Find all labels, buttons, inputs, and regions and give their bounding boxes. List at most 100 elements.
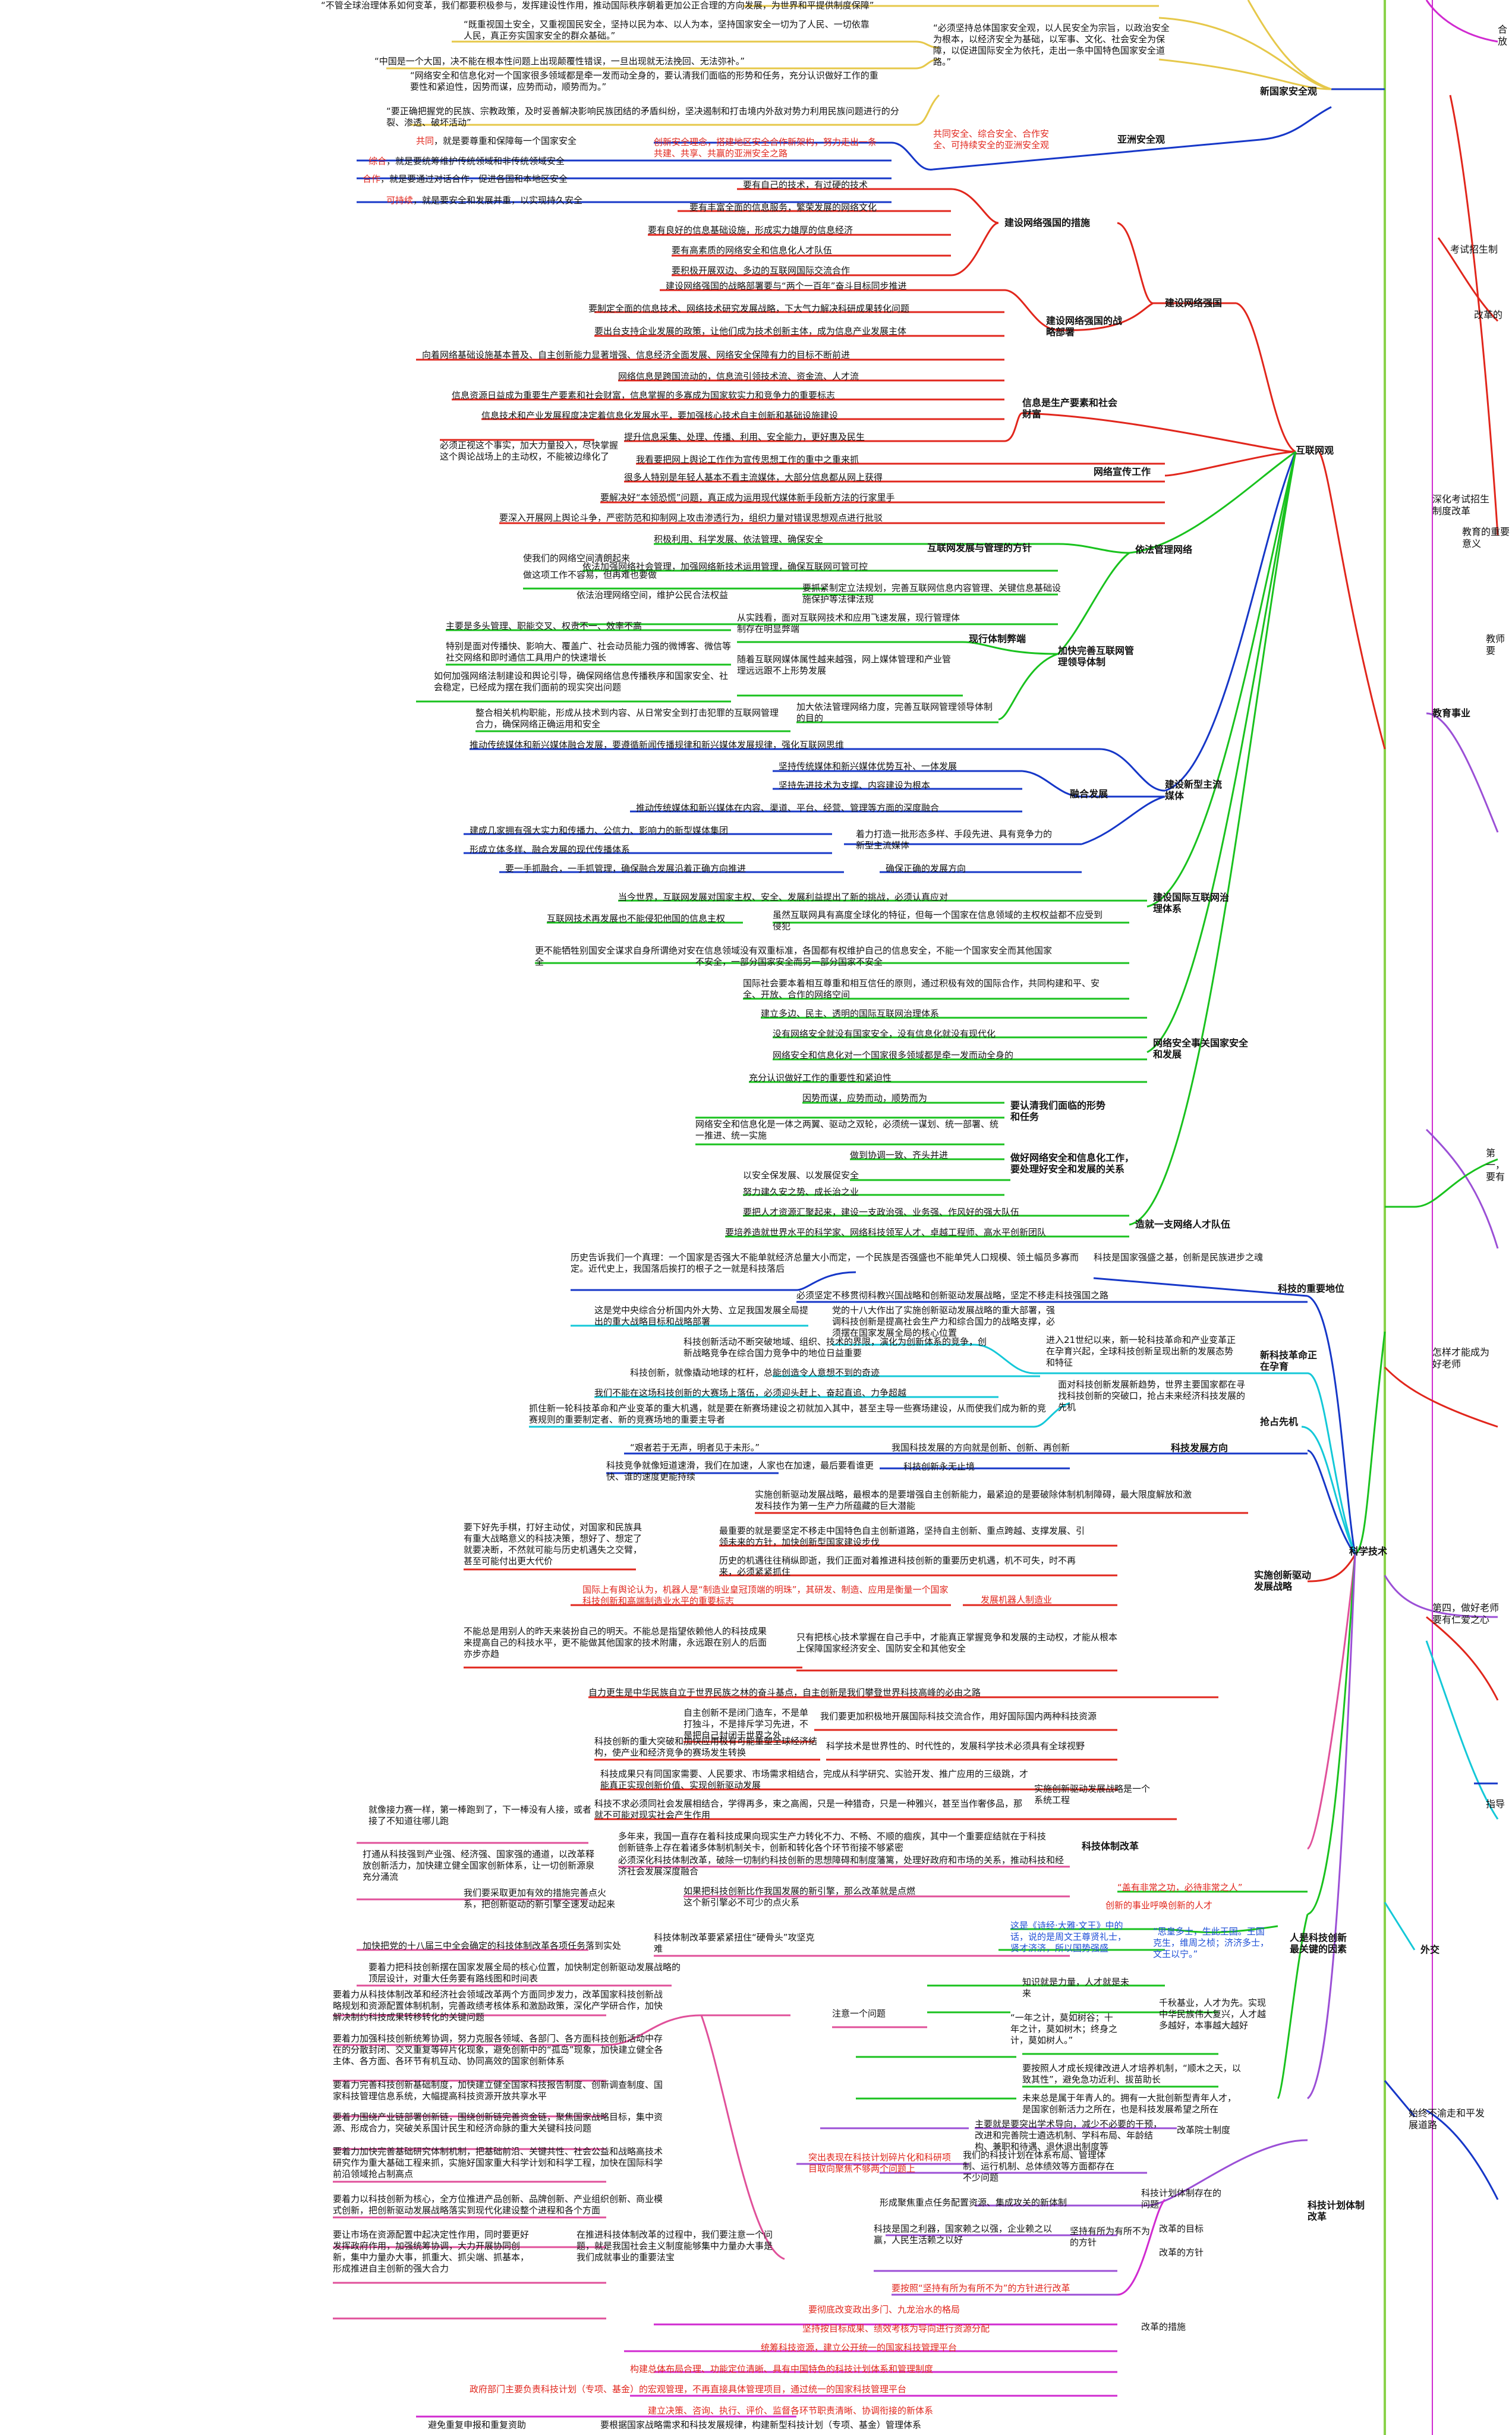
internet-branches-blue	[464, 451, 1297, 873]
plan-sharp-weapon: 科技是国之利器，国家赖之以强，企业赖之以赢，人民生活赖之以好	[874, 2223, 1053, 2245]
node-tech-system-reform: 科技体制改革	[1082, 1841, 1139, 1852]
seize-catch-up: 我们不能在这场科技创新的大赛场上落伍，必须迎头赶上、奋起直追、力争超越	[594, 1388, 907, 1398]
seize-new-arena: 抓住新一轮科技革命和产业变革的重大机遇，就是要在新赛场建设之初就加入其中，甚至主…	[529, 1403, 1047, 1425]
gov-sovereignty: 互联网技术再发展也不能侵犯他国的信息主权	[547, 913, 726, 924]
drawback-practice: 从实践看，面对互联网技术和应用飞速发展，现行管理体制存在明显弊端	[737, 612, 960, 634]
law-controllable: 依法加强网络社会管理，加强网络新技术运用管理，确保互联网可管可控	[582, 561, 868, 572]
plan-performance: 坚持按目标成果、绩效考核为导向进行资源分配	[802, 2323, 990, 2334]
node-current-drawback: 现行体制弊端	[969, 633, 1026, 644]
reform-socialism: 在推进科技体制改革的过程中，我们要注意一个问题，就是我国社会主义制度能够集中力量…	[577, 2229, 773, 2263]
driven-chinese-path: 最重要的就是要坚定不移走中国特色自主创新道路，坚持自主创新、重点跨越、支撑发展、…	[719, 1525, 1085, 1547]
revolution-competition: 科技创新活动不断突破地域、组织、技术的界限，演化为创新体系的竞争，创新战略竞争在…	[683, 1336, 987, 1358]
position-strategy: 必须坚定不移贯彻科教兴国战略和创新驱动发展战略，坚定不移走科技强国之路	[796, 1290, 1109, 1301]
strategy-enterprise: 要出台支持企业发展的政策，让他们成为技术创新主体，成为信息产业发展主体	[594, 326, 907, 336]
reform-basic-research: 要着力加快完善基础研究体制机制，把基础前沿、关键共性、社会公益和战略高技术研究作…	[333, 2146, 663, 2179]
robot-manufacturing: 发展机器人制造业	[981, 1594, 1053, 1605]
node-tech-position: 科技的重要地位	[1278, 1283, 1345, 1294]
asia-common: 共同，就是要尊重和保障每一个国家安全	[416, 136, 577, 146]
trunk-branch-diplomacy	[1384, 1902, 1416, 1950]
info-resources: 信息资源日益成为重要生产要素和社会财富，信息掌握的多寡成为国家软实力和竞争力的重…	[452, 390, 836, 401]
internet-branches-red	[416, 188, 1296, 524]
info-ability: 提升信息采集、处理、传播、利用、安全能力，更好惠及民生	[624, 432, 865, 442]
people-quote-extraordinary: “盖有非常之功，必待非常之人”	[1117, 1882, 1243, 1893]
plan-new-type: 要根据国家战略需求和科技发展规律，构建新型科技计划（专项、基金）管理体系	[600, 2420, 922, 2430]
node-reform-policy: 改革的方针	[1159, 2247, 1204, 2258]
propaganda-young: 很多人特别是年轻人基本不看主流媒体，大部分信息都从网上获得	[624, 472, 883, 483]
people-poem: “思皇多士，生此王国。王国克生，维周之桢；济济多士，文王以宁。”	[1153, 1926, 1270, 1959]
node-peaceful-development: 始终不渝走和平发展道路	[1409, 2107, 1485, 2131]
node-asia-security-view: 亚洲安全观	[1117, 134, 1166, 145]
direction-endless: 科技创新永无止境	[903, 1461, 975, 1472]
node-build-network-power: 建设网络强国	[1165, 297, 1223, 309]
media-complement: 坚持传统媒体和新兴媒体优势互补、一体发展	[779, 761, 957, 772]
media-system: 形成立体多样、融合发展的现代传播体系	[470, 844, 631, 855]
edu-deepen-exam: 深化考试招生制度改革	[1432, 493, 1490, 517]
science-branches-purple	[796, 1554, 1356, 2296]
strategy-research: 要制定全面的信息技术、网络技术研究发展战略，下大气力解决科研成果转化问题	[588, 303, 910, 314]
asia-security-concept: 共同安全、综合安全、合作安全、可持续安全的亚洲安全观	[933, 128, 1050, 150]
drawback-social: 特别是面对传播快、影响大、覆盖广、社会动员能力强的微博客、微信等社交网络和即时通…	[446, 641, 732, 663]
node-propaganda: 网络宣传工作	[1094, 466, 1151, 477]
science-branches-magenta	[416, 2198, 1166, 2418]
node-system-engineering: 实施创新驱动发展战略是一个系统工程	[1034, 1783, 1151, 1805]
internet-branches-green	[416, 451, 1296, 732]
drawback-order: 如何加强网络法制建设和舆论引导，确保网络信息传播秩序和国家安全、社会稳定，已经成…	[434, 671, 729, 693]
media-tech-support: 坚持先进技术为支撑、内容建设为根本	[779, 780, 931, 791]
propaganda-priority: 我看要把网上舆论工作作为宣传思想工作的重中之重来抓	[636, 454, 859, 465]
people-cultivation: 要按照人才成长规律改进人才培养机制，“顺木之天，以致其性”，避免急功近利、拔苗助…	[1022, 2063, 1241, 2085]
trunk-branch-internet	[1318, 451, 1386, 750]
node-note-problem: 注意一个问题	[832, 2008, 886, 2019]
reform-basic-system: 要着力完善科技创新基础制度，加快建立健全国家科技报告制度、创新调查制度、国家科技…	[333, 2079, 663, 2101]
revolution-lever: 科技创新，就像撬动地球的杠杆，总能创造令人意想不到的奇迹	[630, 1367, 880, 1378]
node-plan-reform: 科技计划体制改革	[1308, 2200, 1365, 2222]
node-law-manage: 依法管理网络	[1135, 544, 1193, 555]
internet-branches-green2	[535, 451, 1297, 1238]
revolution-central: 这是党中央综合分析国内外大势、立足我国发展全局提出的重大战略目标和战略部署	[594, 1305, 809, 1327]
talent-team-build: 要把人才资源汇聚起来，建设一支政治强、业务强、作风好的强大队伍	[743, 1207, 1020, 1218]
talent-scientist: 要培养造就世界水平的科学家、网络科技领军人才、卓越工程师、高水平创新团队	[725, 1227, 1047, 1238]
reform-top-design: 要着力把科技创新摆在国家发展全局的核心位置，加快制定创新驱动发展战略的顶层设计，…	[368, 1962, 681, 1984]
node-innovation-driven: 实施创新驱动发展战略	[1254, 1569, 1312, 1592]
people-foundation: 千秋基业，人才为先。实现中华民族伟大复兴，人才越多越好，本事越大越好	[1159, 1997, 1267, 2031]
quote-network-security: “网络安全和信息化对一个国家很多领域都是牵一发而动全身的，要认清我们面临的形势和…	[410, 70, 878, 92]
info-flow: 网络信息是跨国流动的，信息流引领技术流、资金流、人才流	[618, 371, 859, 382]
edu-exam-system: 考试招生制	[1450, 244, 1498, 255]
sec-mutual: 以安全保发展、以发展促安全	[743, 1170, 859, 1181]
reform-ignition: 如果把科技创新比作我国发展的新引擎，那么改革就是点燃这个新引擎必不可少的点火系	[683, 1886, 916, 1908]
sec-coordinate: 做到协调一致、齐头并进	[850, 1150, 949, 1160]
node-national-security-view: 新国家安全观	[1260, 86, 1318, 97]
gov-double-standard: 在信息领域没有双重标准，各国都有权维护自己的信息安全，不能一个国家安全而其他国家…	[695, 945, 1053, 967]
sec-no-security: 没有网络安全就没有国家安全，没有信息化就没有现代化	[773, 1028, 996, 1039]
law-rights: 依法治理网络空间，维护公民合法权益	[577, 590, 729, 600]
reform-channel: 打通从科技强到产业强、经济强、国家强的通道，以改革释放创新活力，加快建立健全国家…	[363, 1849, 595, 1882]
plan-new-system: 形成聚焦重点任务配置资源、集成攻关的新体制	[880, 2197, 1067, 2208]
node-internet-governance: 建设国际互联网治理体系	[1153, 892, 1230, 914]
law-clean-space: 使我们的网络空间清朗起来	[523, 553, 631, 564]
guide-fragment: 指导	[1486, 1798, 1505, 1810]
driven-no-dependence: 不能总是用别人的昨天来装扮自己的明天。不能总是指望依赖他人的科技成果来提高自己的…	[464, 1626, 767, 1659]
node-info-production: 信息是生产要素和社会财富	[1022, 397, 1118, 420]
node-diplomacy: 外交	[1420, 1944, 1440, 1955]
trunk-branch-peace	[1384, 2080, 1416, 2117]
plan-issues: 我们的科技计划在体系布局、管理体制、运行机制、总体绩效等方面都存在不少问题	[963, 2150, 1115, 2183]
sec-whole-body: 网络安全和信息化对一个国家很多领域都是牵一发而动全身的	[773, 1050, 1014, 1061]
node-new-revolution: 新科技革命正在孕育	[1260, 1349, 1318, 1372]
measure-own-tech: 要有自己的技术，有过硬的技术	[743, 180, 868, 190]
quote-big-country: “中国是一个大国，决不能在根本性问题上出现颠覆性错误，一旦出现就无法挽回、无法弥…	[374, 56, 745, 67]
gov-challenge: 当今世界，互联网发展对国家主权、安全、发展利益提出了新的挑战，必须认真应对	[618, 892, 949, 902]
reform-coordinate: 要着力加强科技创新统筹协调，努力克服各领域、各部门、各方面科技创新活动中存在的分…	[333, 2033, 663, 2066]
trunk-branch-science	[1354, 1331, 1386, 1556]
node-net-security-national: 网络安全事关国家安全和发展	[1153, 1037, 1249, 1060]
strategy-two-centenary: 建设网络强国的战略部署要与“两个一百年”奋斗目标同步推进	[666, 281, 907, 291]
driven-not-closed: 自主创新不是闭门造车，不是单打独斗，不是排斥学习先进，不是把自己封闭于世界之外	[683, 1707, 809, 1741]
gov-absolute: 更不能牺牲别国安全谋求自身所谓绝对安全	[535, 945, 696, 967]
node-recognize-situation: 要认清我们面临的形势和任务	[1010, 1100, 1106, 1122]
edu-importance: 教育的重要意义	[1462, 526, 1510, 549]
law-hard-work: 做这项工作不容易，但再难也要做	[523, 570, 657, 580]
top-right-fragment: 合 放	[1498, 24, 1508, 47]
node-education: 教育事业	[1432, 707, 1471, 719]
quote-global-governance: “不管全球治理体系如何变革，我们都要积极参与，发挥建设性作用，推动国际秩序朝着更…	[321, 0, 874, 11]
gov-global: 虽然互联网具有高度全球化的特征，但每一个国家在信息领域的主权权益都不应受到侵犯	[773, 910, 1103, 932]
node-dev-manage-policy: 互联网发展与管理的方针	[927, 542, 1032, 553]
sec-follow-trend: 因势而谋，应势而动，顺势而为	[802, 1093, 928, 1103]
